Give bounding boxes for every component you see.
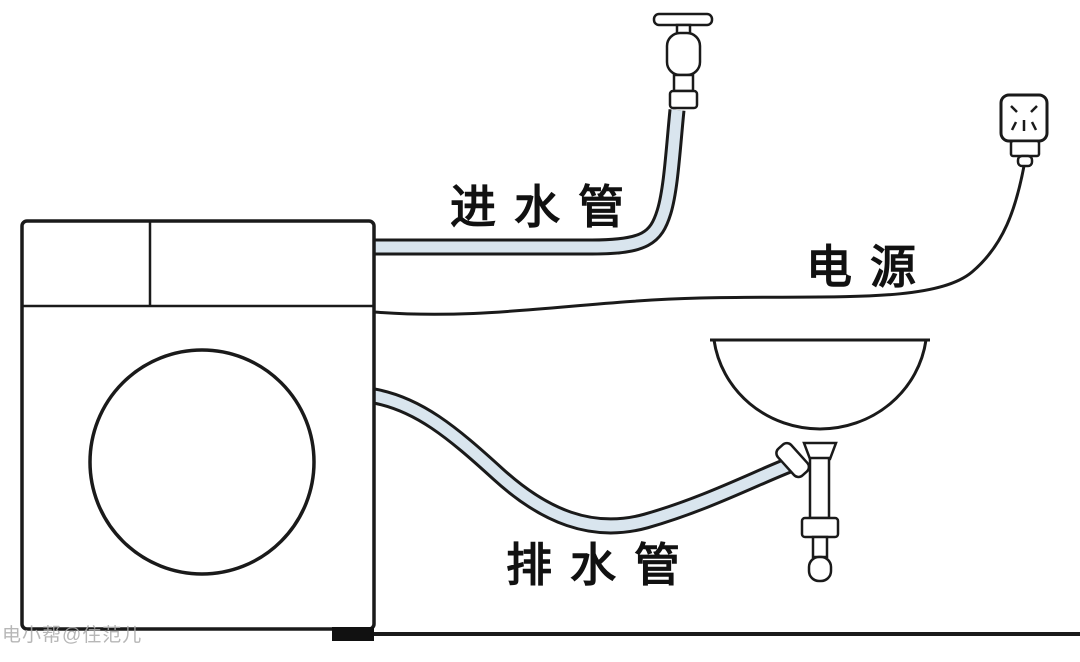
drain-end-cap	[807, 555, 833, 583]
washing-machine	[20, 219, 376, 641]
drain-nut	[800, 516, 840, 539]
drain-hose	[372, 387, 796, 535]
drain-lower-pipe	[811, 535, 829, 559]
washing-machine-foot	[332, 627, 374, 641]
drain-hose-fill	[372, 390, 794, 532]
faucet-body	[665, 31, 702, 77]
power-cord	[373, 165, 1026, 316]
wall-outlet	[999, 93, 1049, 168]
watermark: 电小帮@住范儿	[2, 624, 142, 646]
label-inlet-pipe: 进水管	[450, 181, 642, 233]
sink-basin	[710, 338, 930, 431]
washing-machine-door	[88, 348, 316, 576]
power-plug-neck	[1016, 154, 1034, 168]
faucet-neck	[672, 73, 695, 93]
drain-flange	[802, 441, 838, 461]
label-drain-pipe: 排水管	[506, 539, 698, 591]
label-power: 电源	[806, 241, 934, 293]
outlet-slot-bottom-right	[1030, 121, 1038, 131]
sink-drain-pipe	[800, 441, 840, 583]
drain-tailpipe	[808, 456, 831, 520]
inlet-hose	[374, 109, 686, 256]
faucet-handle	[652, 12, 714, 27]
outlet-slot-top-left	[1010, 105, 1018, 113]
power-plug-body	[1009, 139, 1041, 158]
drain-hose-connector	[775, 441, 811, 479]
faucet	[652, 12, 714, 110]
faucet-hose-nut	[668, 89, 699, 110]
sink-bowl	[712, 339, 928, 431]
outlet-faceplate	[999, 93, 1049, 143]
outlet-slot-bottom-left	[1010, 121, 1018, 131]
outlet-slot-top-right	[1030, 105, 1038, 113]
inlet-hose-fill	[374, 109, 683, 253]
drain-hose-outline	[372, 387, 796, 535]
